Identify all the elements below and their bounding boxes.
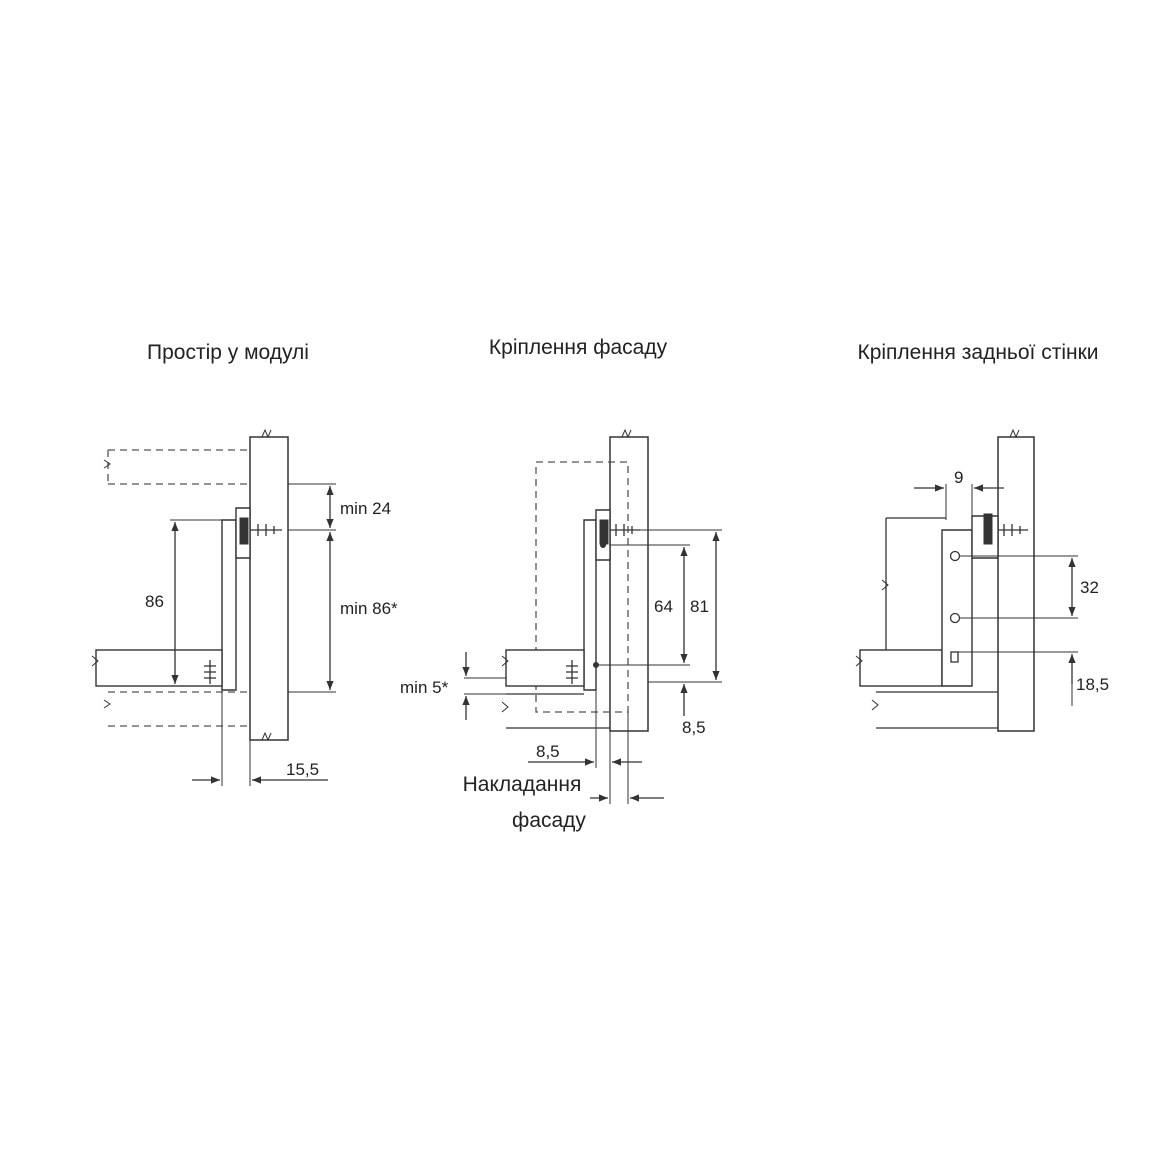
lower-drawer-lines (876, 691, 998, 729)
upper-drawer-outline (107, 449, 250, 485)
overlay-label-line2: фасаду (512, 809, 586, 832)
dim-min86-label: min 86* (340, 599, 398, 618)
panel-back-fixing: Кріплення задньої стінки 9 32 (855, 341, 1109, 732)
fixing-point (600, 542, 606, 548)
bottom-screw (204, 660, 216, 684)
dim-min24-label: min 24 (340, 499, 391, 518)
bracket-slot (950, 651, 959, 663)
bottom-screw (566, 660, 578, 684)
wood-screw (610, 524, 640, 536)
drawer-bottom-panel (95, 649, 223, 687)
wood-screw (998, 524, 1028, 536)
dim-min5-label: min 5* (400, 678, 449, 697)
panel-1-title: Простір у модулі (147, 341, 309, 364)
back-bracket-plate (941, 529, 973, 687)
runner-clip (239, 517, 249, 545)
dim-18-5-label: 18,5 (1076, 675, 1109, 694)
upper-break (103, 459, 111, 469)
overlay-label-line1: Накладання (463, 773, 582, 796)
panel-front-fixing: Кріплення фасаду 64 81 8,5 (400, 336, 722, 832)
cabinet-side-wall (249, 436, 289, 741)
back-wall-outline (885, 517, 946, 650)
runner-clip (983, 513, 993, 545)
dim-8-5-right-label: 8,5 (682, 718, 706, 737)
lower-drawer-outline (108, 691, 250, 727)
drawer-side-profile (221, 519, 237, 691)
lower-drawer-lines (506, 693, 610, 729)
back-wall-break (881, 579, 889, 591)
cabinet-side-wall (997, 436, 1035, 732)
dim-86-label: 86 (145, 592, 164, 611)
dim-15-5-label: 15,5 (286, 760, 319, 779)
runner-clip (599, 519, 609, 545)
lower-break (871, 699, 879, 711)
panel-2-title: Кріплення фасаду (489, 336, 668, 359)
dim-64-label: 64 (654, 597, 673, 616)
bottom-break (91, 655, 99, 667)
panel-module-space: Простір у модулі 86 min 24 (91, 341, 398, 786)
dim-9-label: 9 (954, 468, 963, 487)
cabinet-side-wall (609, 436, 649, 732)
dim-8-5-bottom-label: 8,5 (536, 742, 560, 761)
dim-81-label: 81 (690, 597, 709, 616)
wall-break-bottom (261, 731, 272, 742)
drawer-bottom-panel (505, 649, 585, 687)
bottom-break (855, 655, 863, 667)
bracket-hole (949, 550, 961, 562)
wall-break-top (621, 428, 632, 439)
wood-screw (250, 524, 282, 536)
bottom-break (501, 655, 509, 667)
bracket-hole (949, 612, 961, 624)
wall-break-top (1009, 428, 1020, 439)
wall-break-top (261, 428, 272, 439)
panel-3-title: Кріплення задньої стінки (857, 341, 1098, 364)
lower-break (501, 701, 509, 713)
dim-32-label: 32 (1080, 578, 1099, 597)
lower-break (103, 699, 111, 709)
drawer-bottom-panel (859, 649, 943, 687)
